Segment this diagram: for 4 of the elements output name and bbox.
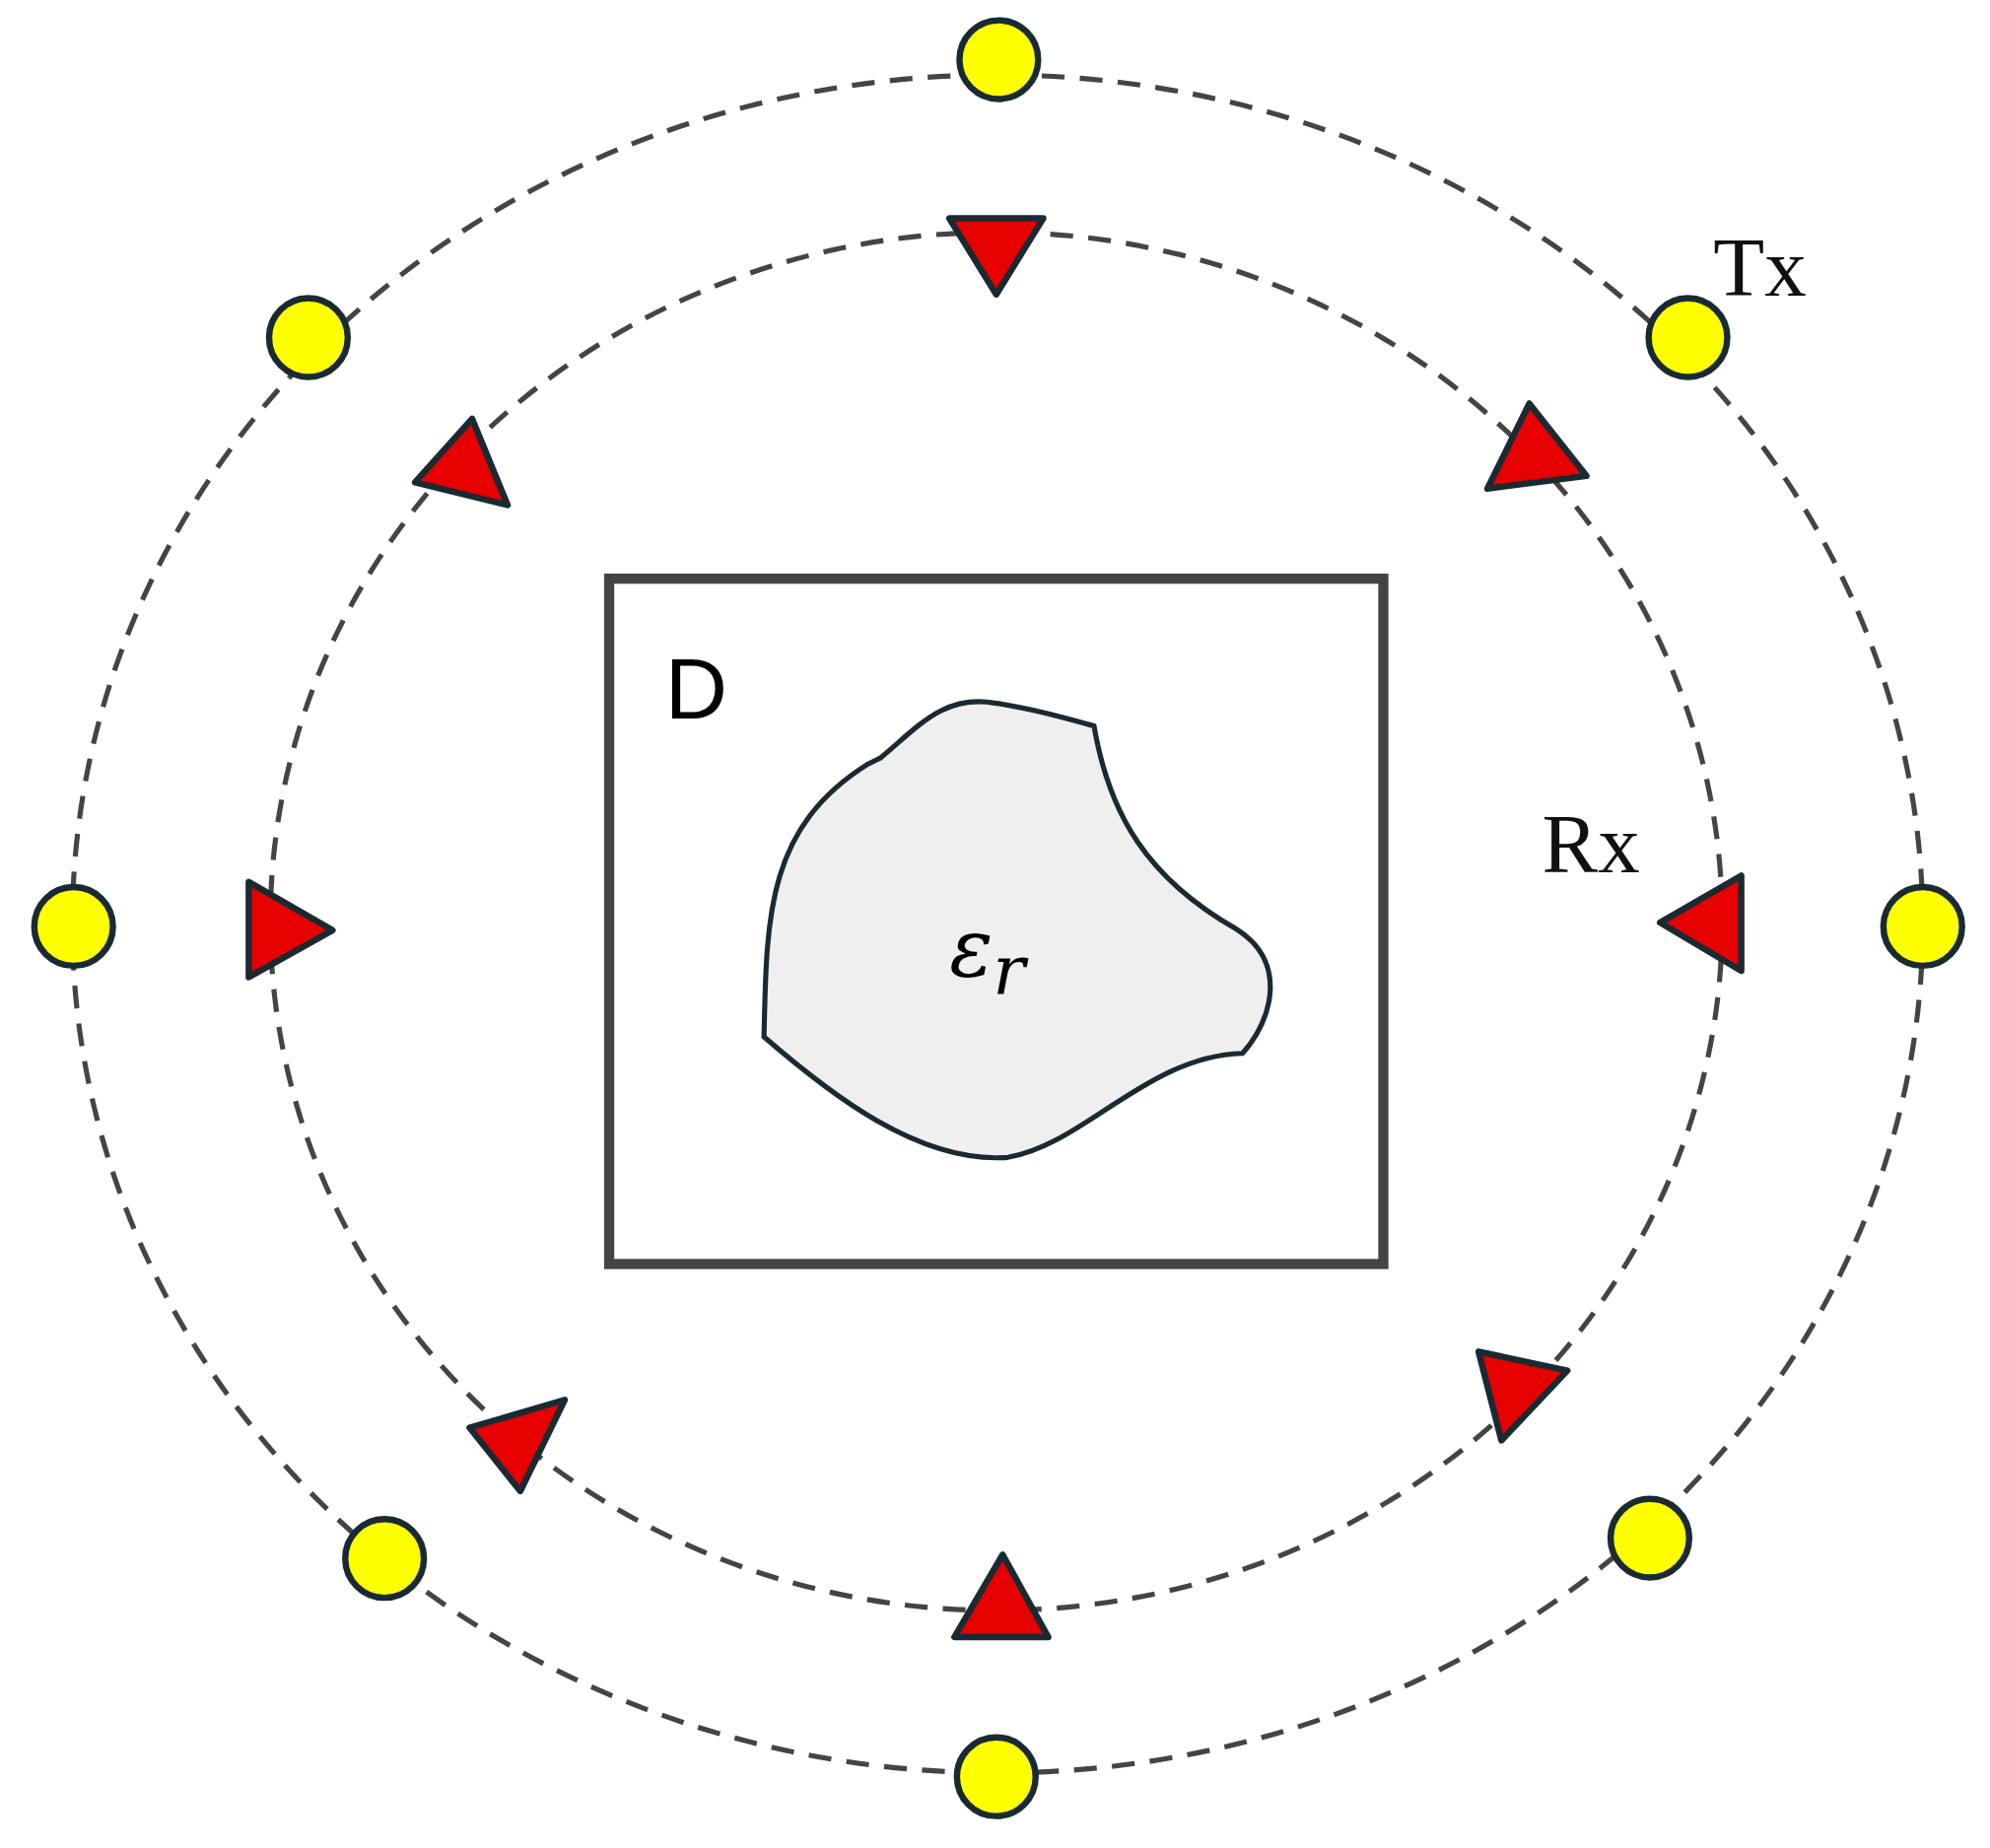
receiver-label: Rx [1542, 801, 1640, 886]
domain-label: D [664, 645, 727, 731]
domain-box [603, 574, 1389, 1269]
transmitter-label: Tx [1713, 226, 1807, 310]
